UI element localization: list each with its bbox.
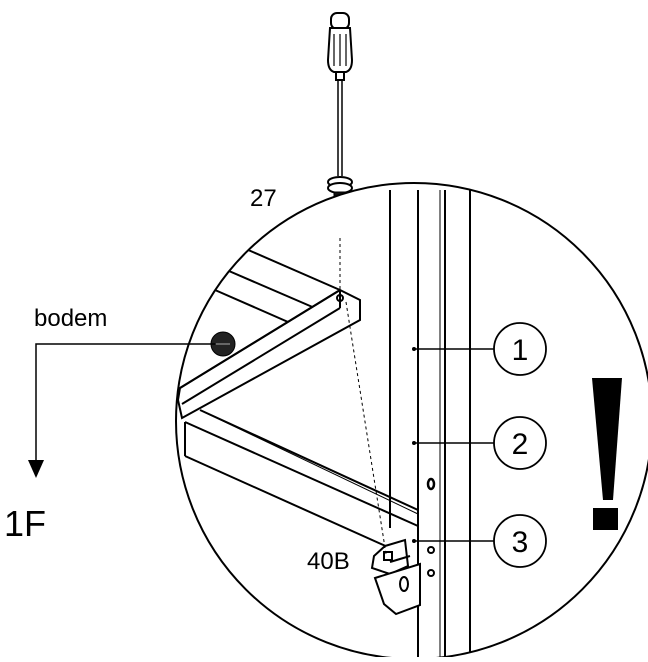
step-callouts: 1 2 3: [412, 322, 547, 568]
exclamation-icon: [592, 378, 622, 530]
side-panel: [389, 190, 471, 657]
step-callout-2: 2: [412, 416, 547, 470]
warning-mark: !: [0, 0, 1, 1]
step-callout-1: 1: [412, 322, 547, 376]
floor-reference-label: 1F: [4, 503, 46, 544]
screwdriver-icon: [326, 12, 354, 176]
step-number: 1: [512, 334, 529, 367]
hole-marker: [412, 441, 416, 445]
step-number: 2: [512, 428, 529, 461]
bracket-40b: [370, 538, 421, 616]
hole-marker: [412, 347, 416, 351]
bracket-part-number: 40B: [307, 548, 350, 575]
detail-circle: [175, 182, 648, 660]
callout-circle: [493, 416, 547, 470]
floor-panel-label: bodem: [34, 305, 107, 332]
step-callout-3: 3: [412, 514, 547, 568]
alignment-dashed-line: [345, 301, 387, 555]
cam-lock-icon: [210, 331, 236, 357]
step-number: 3: [512, 526, 529, 559]
callout-circle: [493, 322, 547, 376]
lower-rail: [184, 409, 419, 549]
leader-line: [35, 343, 215, 462]
hole-marker: [412, 539, 416, 543]
arrow-down-icon: [28, 460, 44, 478]
callout-circle: [493, 514, 547, 568]
screw-part-number: 27: [250, 185, 277, 212]
